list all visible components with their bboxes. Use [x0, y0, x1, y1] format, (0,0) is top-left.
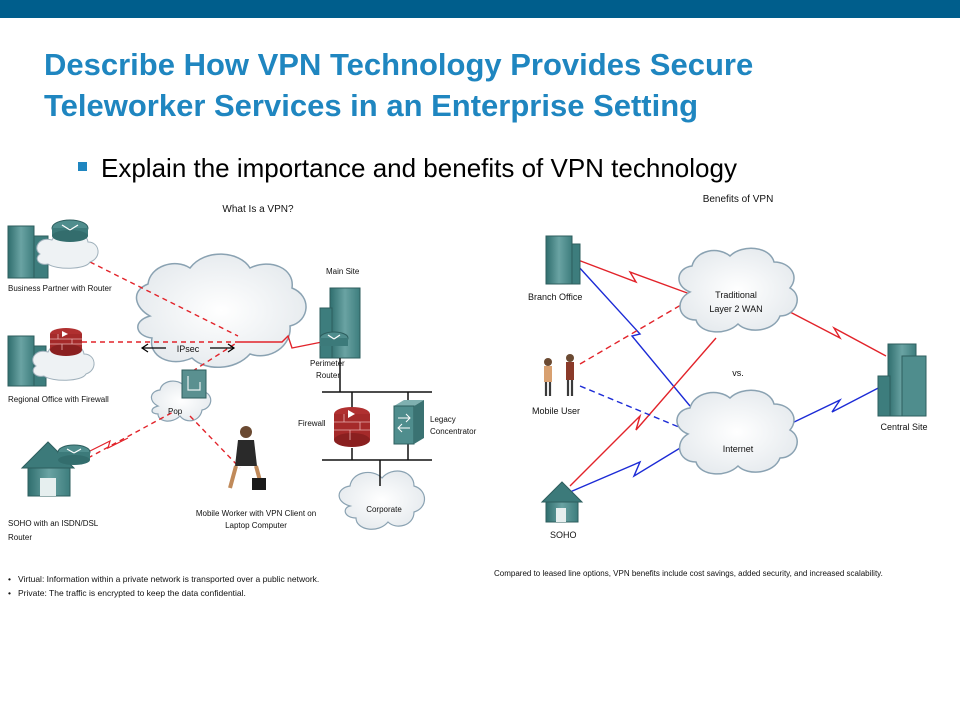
regional-office-label: Regional Office with Firewall: [8, 395, 109, 404]
what-is-vpn-diagram: What Is a VPN? IPsec Pop Business Partne…: [0, 196, 490, 606]
central-site-label: Central Site: [880, 422, 927, 432]
slide-title-line-1: Describe How VPN Technology Provides Sec…: [44, 47, 754, 82]
branch-office-label: Branch Office: [528, 292, 582, 302]
soho-label-line-1: SOHO with an ISDN/DSL: [8, 519, 99, 528]
slide-title-line-2: Teleworker Services in an Enterprise Set…: [44, 88, 699, 123]
internet-label: Internet: [723, 444, 754, 454]
main-site-label: Main Site: [326, 267, 360, 276]
mobile-worker-label-line-1: Mobile Worker with VPN Client on: [196, 509, 316, 518]
bullet-square-icon: [78, 161, 87, 171]
ipsec-label: IPsec: [177, 344, 200, 354]
note-private: Private: The traffic is encrypted to kee…: [8, 586, 478, 600]
vpn-definition-notes: Virtual: Information within a private ne…: [8, 572, 478, 600]
mobile-user-label: Mobile User: [532, 406, 580, 416]
mobile-worker-label-line-2: Laptop Computer: [225, 521, 287, 530]
note-virtual: Virtual: Information within a private ne…: [8, 572, 478, 586]
pop-server-icon: [181, 369, 207, 399]
wan-label-line-1: Traditional: [715, 290, 757, 300]
internet-cloud: [135, 253, 307, 369]
pop-server-glyph: [187, 376, 201, 391]
perimeter-router-arrows: [327, 334, 341, 340]
soho-router-arrows: [66, 448, 82, 454]
firewall-label: Firewall: [298, 419, 326, 428]
regional-firewall-icon: [50, 328, 82, 356]
header-bar: [0, 0, 960, 18]
vs-label: vs.: [732, 368, 744, 378]
corporate-label: Corporate: [366, 505, 402, 514]
what-is-vpn-svg: What Is a VPN? IPsec Pop Business Partne…: [7, 204, 477, 542]
bullet-text: Explain the importance and benefits of V…: [101, 153, 737, 183]
central-site-building-icon: [877, 343, 927, 417]
right-diagram-title: Benefits of VPN: [703, 194, 774, 205]
internet-cloud-right: [676, 389, 798, 475]
benefits-of-vpn-diagram: Benefits of VPN Traditional Layer 2 WAN …: [490, 186, 948, 582]
benefits-of-vpn-svg: Benefits of VPN Traditional Layer 2 WAN …: [494, 194, 928, 578]
corporate-cloud: [338, 470, 426, 530]
mobile-user-icon: [544, 354, 574, 396]
slide-title: Describe How VPN Technology Provides Sec…: [44, 44, 944, 126]
branch-office-building-icon: [545, 235, 581, 285]
mobile-dashed-links: [579, 301, 687, 431]
ipsec-arrows: [140, 343, 236, 353]
soho-right-label: SOHO: [550, 530, 577, 540]
benefits-caption: Compared to leased line options, VPN ben…: [494, 569, 883, 578]
left-diagram-title: What Is a VPN?: [222, 204, 294, 215]
layer2-wan-cloud: [678, 247, 798, 333]
soho-house-right-icon: [540, 481, 584, 523]
router-arrows: [61, 224, 79, 231]
firewall-icon: [334, 407, 370, 447]
main-site-lan: [322, 358, 432, 486]
bullet-point: Explain the importance and benefits of V…: [78, 152, 737, 184]
cloud-to-main-link: [238, 334, 323, 349]
benefit-links: [569, 259, 887, 493]
perimeter-router-label-line-2: Router: [316, 371, 340, 380]
mobile-worker-icon: [228, 426, 266, 490]
pop-label: Pop: [168, 407, 183, 416]
soho-isdn-link: [89, 437, 129, 452]
router-base: [52, 230, 88, 242]
legacy-concentrator-label-line-2: Concentrator: [430, 427, 477, 436]
perimeter-router-body: [320, 338, 348, 346]
business-partner-label: Business Partner with Router: [8, 284, 112, 293]
soho-label-line-2: Router: [8, 533, 32, 542]
wan-label-line-2: Layer 2 WAN: [709, 304, 762, 314]
legacy-concentrator-icon: [393, 400, 424, 445]
legacy-concentrator-label-line-1: Legacy: [430, 415, 456, 424]
main-site-building-icon: [319, 287, 361, 359]
soho-router-base: [58, 455, 90, 465]
perimeter-router-label-line-1: Perimeter: [310, 359, 345, 368]
